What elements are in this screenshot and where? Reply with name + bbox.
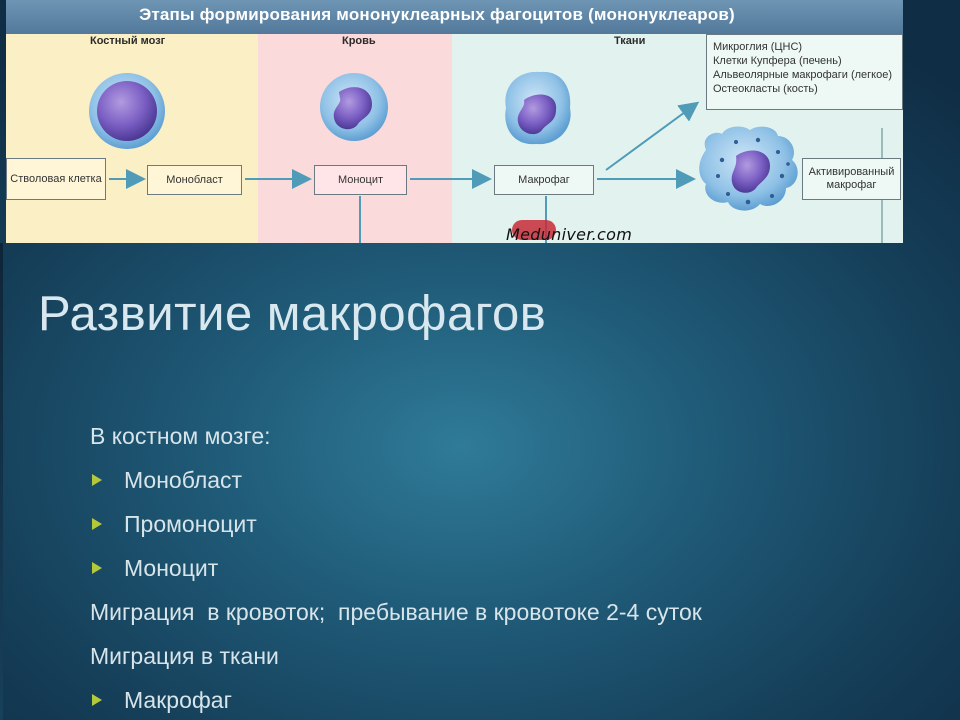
stage-macrophage: Макрофаг	[494, 165, 594, 195]
stage-activated-macrophage: Активированный макрофаг	[802, 158, 901, 200]
bullet-item: Промоноцит	[90, 502, 930, 546]
zone-label-blood: Кровь	[342, 35, 376, 47]
text-line: В костном мозге:	[90, 414, 930, 458]
bullet-list: В костном мозге: Монобласт Промоноцит Мо…	[90, 414, 930, 720]
bullet-item: Моноцит	[90, 546, 930, 590]
stage-monocyte: Моноцит	[314, 165, 407, 195]
tissue-macrophage-item: Альвеолярные макрофаги (легкое)	[713, 69, 893, 81]
watermark: Meduniver.com	[506, 225, 633, 243]
cell-illustrations	[89, 71, 883, 243]
line-text: Промоноцит	[124, 510, 257, 537]
line-text: Миграция в кровоток; пребывание в кровот…	[90, 598, 702, 625]
left-accent-bar	[0, 243, 3, 720]
bullet-item: Монобласт	[90, 458, 930, 502]
activated-macrophage-cell	[699, 126, 798, 211]
text-line: Миграция в кровоток; пребывание в кровот…	[90, 590, 930, 634]
line-text: Монобласт	[124, 466, 243, 493]
figure-title-bar: Этапы формирования мононуклеарных фагоци…	[6, 0, 903, 34]
bullet-arrow-icon	[92, 518, 102, 530]
stage-stem-cell: Стволовая клетка	[6, 158, 106, 200]
line-text: Миграция в ткани	[90, 642, 279, 669]
stage-monoblast: Монобласт	[147, 165, 242, 195]
figure-title: Этапы формирования мононуклеарных фагоци…	[139, 5, 735, 24]
text-line: Миграция в ткани	[90, 634, 930, 678]
maturation-figure: Этапы формирования мононуклеарных фагоци…	[6, 0, 903, 243]
bullet-arrow-icon	[92, 562, 102, 574]
bullet-arrow-icon	[92, 474, 102, 486]
tissue-macrophage-item: Микроглия (ЦНС)	[713, 41, 803, 53]
line-text: Макрофаг	[124, 686, 232, 713]
monoblast-cell	[89, 73, 165, 149]
macrophage-cell	[505, 71, 571, 145]
bullet-arrow-icon	[92, 694, 102, 706]
slide-title: Развитие макрофагов	[38, 287, 547, 341]
monocyte-cell	[320, 73, 388, 141]
bullet-item: Макрофаг	[90, 678, 930, 720]
tissue-macrophage-list: Микроглия (ЦНС) Клетки Купфера (печень) …	[706, 34, 903, 110]
zone-label-tissues: Ткани	[614, 35, 646, 47]
line-text: Моноцит	[124, 554, 219, 581]
line-text: В костном мозге:	[90, 422, 271, 449]
zone-label-bone-marrow: Костный мозг	[90, 35, 166, 47]
watermark-logo	[512, 220, 556, 240]
tissue-macrophage-item: Клетки Купфера (печень)	[713, 55, 842, 67]
tissue-macrophage-item: Остеокласты (кость)	[713, 83, 818, 95]
